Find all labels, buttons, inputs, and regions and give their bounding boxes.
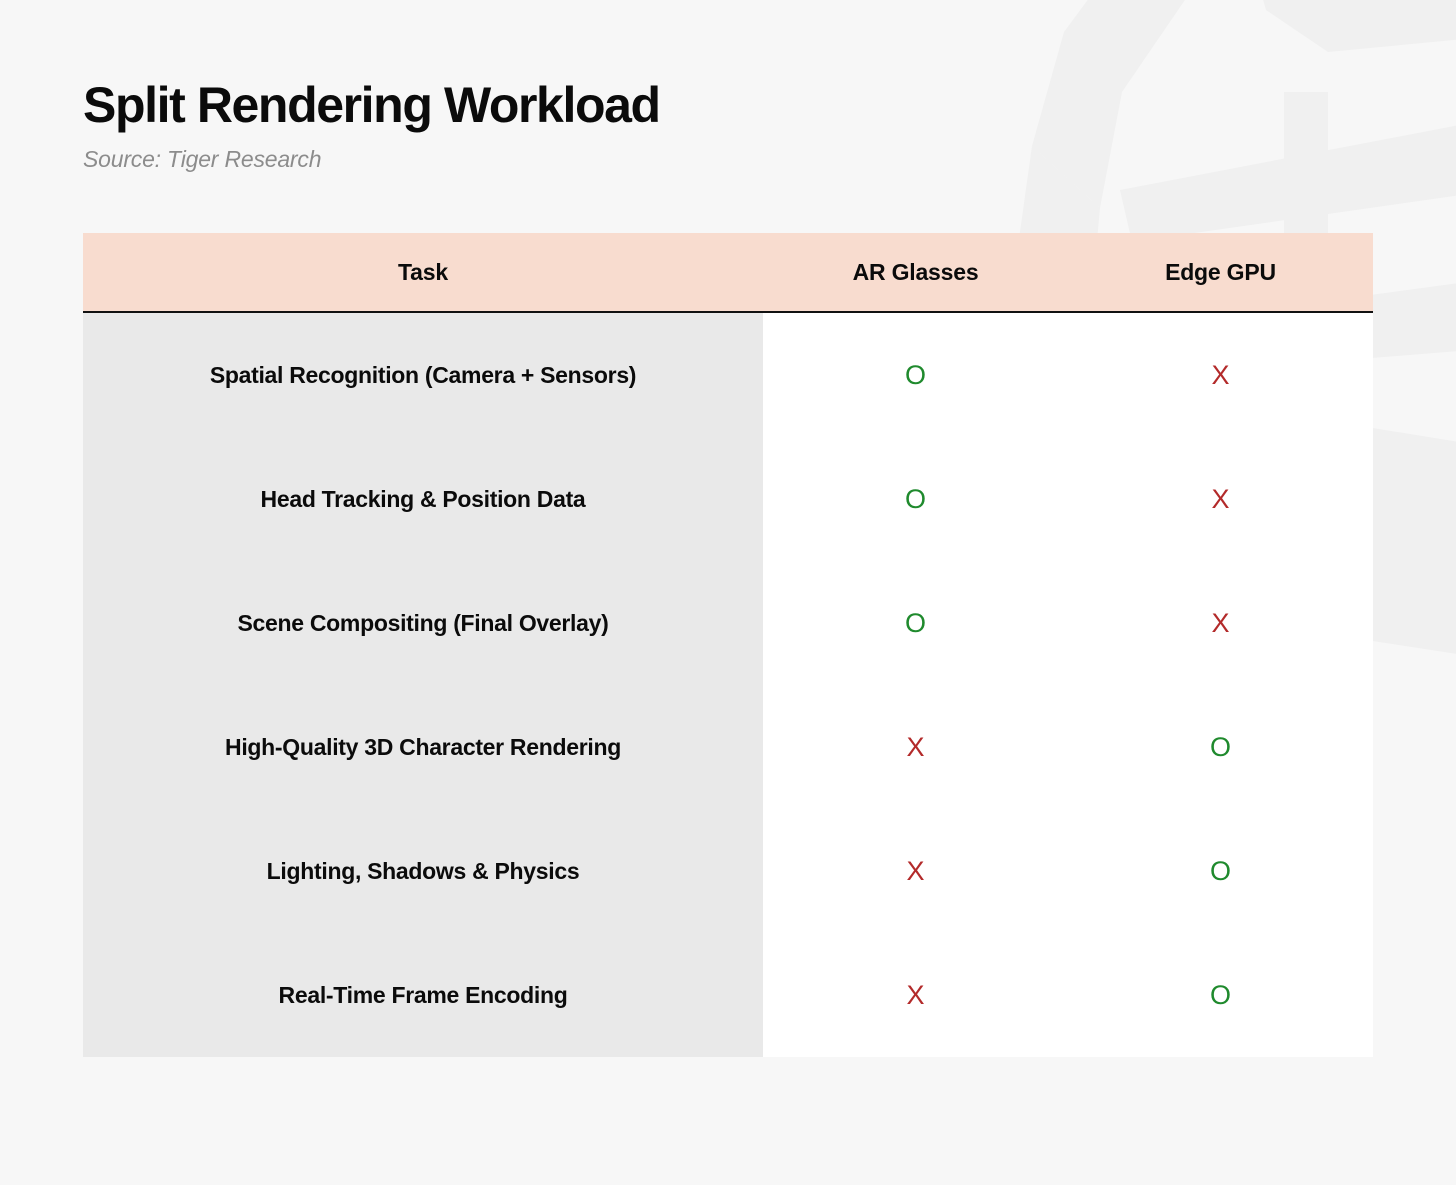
edge-gpu-no-mark: X xyxy=(1068,561,1373,685)
header-block: Split Rendering Workload Source: Tiger R… xyxy=(83,77,661,173)
table-header-row: Task AR Glasses Edge GPU xyxy=(83,233,1373,313)
task-cell: Head Tracking & Position Data xyxy=(83,437,763,561)
task-cell: Spatial Recognition (Camera + Sensors) xyxy=(83,312,763,437)
column-header-ar-glasses: AR Glasses xyxy=(763,233,1068,313)
ar-glasses-no-mark: X xyxy=(763,933,1068,1057)
ar-glasses-no-mark: X xyxy=(763,809,1068,933)
split-rendering-workload-table: Task AR Glasses Edge GPU Spatial Recogni… xyxy=(83,233,1373,1057)
edge-gpu-yes-mark: O xyxy=(1068,933,1373,1057)
column-header-edge-gpu: Edge GPU xyxy=(1068,233,1373,313)
ar-glasses-yes-mark: O xyxy=(763,561,1068,685)
task-cell: Lighting, Shadows & Physics xyxy=(83,809,763,933)
edge-gpu-yes-mark: O xyxy=(1068,809,1373,933)
table-header: Task AR Glasses Edge GPU xyxy=(83,233,1373,313)
edge-gpu-yes-mark: O xyxy=(1068,685,1373,809)
ar-glasses-no-mark: X xyxy=(763,685,1068,809)
page-subtitle-source: Source: Tiger Research xyxy=(83,146,322,172)
ar-glasses-yes-mark: O xyxy=(763,312,1068,437)
task-cell: Scene Compositing (Final Overlay) xyxy=(83,561,763,685)
page-title: Split Rendering Workload xyxy=(83,77,661,133)
edge-gpu-no-mark: X xyxy=(1068,312,1373,437)
task-cell: Real-Time Frame Encoding xyxy=(83,933,763,1057)
ar-glasses-yes-mark: O xyxy=(763,437,1068,561)
edge-gpu-no-mark: X xyxy=(1068,437,1373,561)
task-cell: High-Quality 3D Character Rendering xyxy=(83,685,763,809)
column-header-task: Task xyxy=(83,233,763,313)
